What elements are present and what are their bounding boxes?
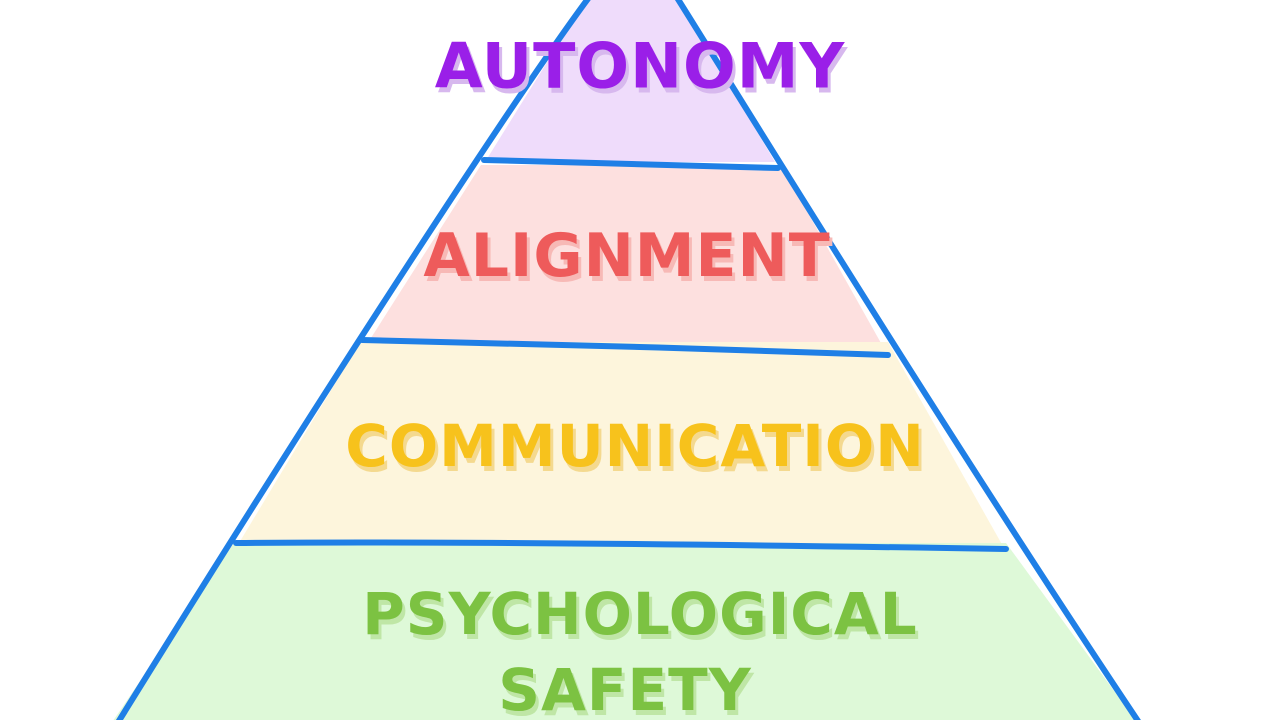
tier-psychological-safety-label-shadow-line-2: SAFETY	[501, 661, 754, 720]
divider-communication-safety	[233, 539, 1009, 552]
tier-psychological-safety-label-line-1: PSYCHOLOGICAL	[362, 580, 917, 648]
outline-layer	[115, 0, 1141, 720]
tier-communication-label-shadow-line-1: COMMUNICATION	[348, 417, 927, 485]
tiers-layer	[113, 0, 1136, 720]
tier-autonomy-label-line-1: AUTONOMY	[435, 30, 846, 103]
divider-alignment-communication	[359, 337, 891, 358]
pyramid-right-edge	[674, 0, 1141, 720]
tier-communication-label-line-1: COMMUNICATION	[345, 412, 924, 480]
tier-alignment	[362, 165, 886, 352]
divider-autonomy-alignment	[481, 157, 781, 171]
tier-psychological-safety-label-shadow-line-1: PSYCHOLOGICAL	[365, 585, 920, 653]
tier-alignment-label-line-1: ALIGNMENT	[423, 221, 830, 291]
tier-autonomy-label-shadow-line-1: AUTONOMY	[438, 35, 849, 108]
tier-psychological-safety	[113, 543, 1136, 720]
tier-communication	[236, 342, 1004, 548]
pyramid-left-edge	[115, 0, 591, 720]
tier-alignment-label-shadow-line-1: ALIGNMENT	[426, 226, 833, 296]
tier-psychological-safety-label-line-2: SAFETY	[498, 656, 751, 720]
